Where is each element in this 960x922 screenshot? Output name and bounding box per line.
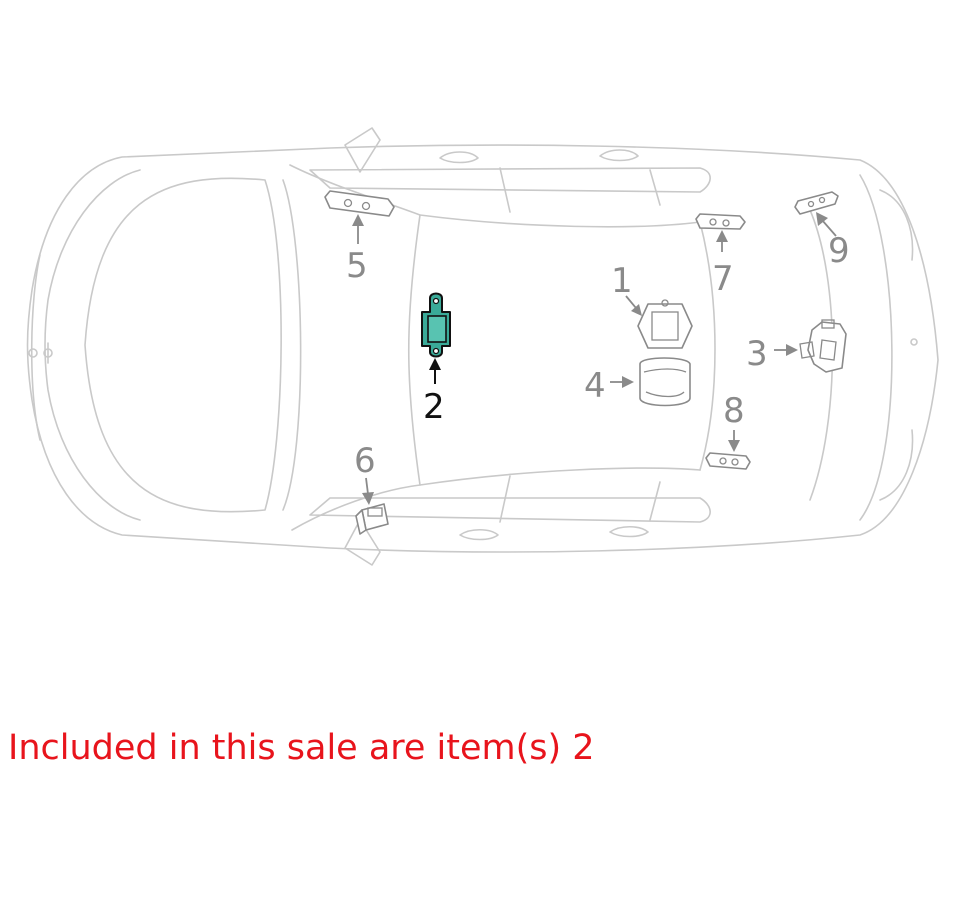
- arrow-2: [429, 358, 441, 384]
- arrow-4: [610, 376, 634, 388]
- arrow-5: [352, 214, 364, 244]
- callout-6: 6: [354, 441, 376, 481]
- arrow-6: [362, 477, 374, 505]
- part-2-highlighted-module: [421, 292, 451, 358]
- arrow-9: [816, 212, 837, 237]
- arrow-3: [774, 344, 798, 356]
- part-1-sensor: [637, 299, 693, 349]
- part-8-sensor: [705, 452, 751, 470]
- part-7-sensor: [695, 213, 746, 230]
- callout-2: 2: [423, 387, 445, 427]
- callout-1: 1: [611, 261, 633, 301]
- part-9-sensor: [794, 191, 839, 215]
- arrow-8: [728, 430, 740, 452]
- part-5-sensor: [324, 190, 395, 217]
- callout-8: 8: [723, 391, 745, 431]
- callout-9: 9: [828, 231, 850, 271]
- callout-7: 7: [712, 259, 734, 299]
- parts-location-diagram: 5 7 9 1 4: [26, 127, 939, 566]
- sale-note: Included in this sale are item(s) 2: [8, 728, 595, 768]
- arrow-7: [716, 230, 728, 252]
- callout-4: 4: [584, 366, 606, 406]
- callout-5: 5: [346, 246, 368, 286]
- callout-3: 3: [746, 334, 768, 374]
- part-3-module: [799, 319, 847, 373]
- arrow-1: [625, 295, 642, 316]
- car-outline: [26, 127, 939, 566]
- part-6-sensor: [355, 503, 389, 535]
- part-4-module: [639, 357, 691, 407]
